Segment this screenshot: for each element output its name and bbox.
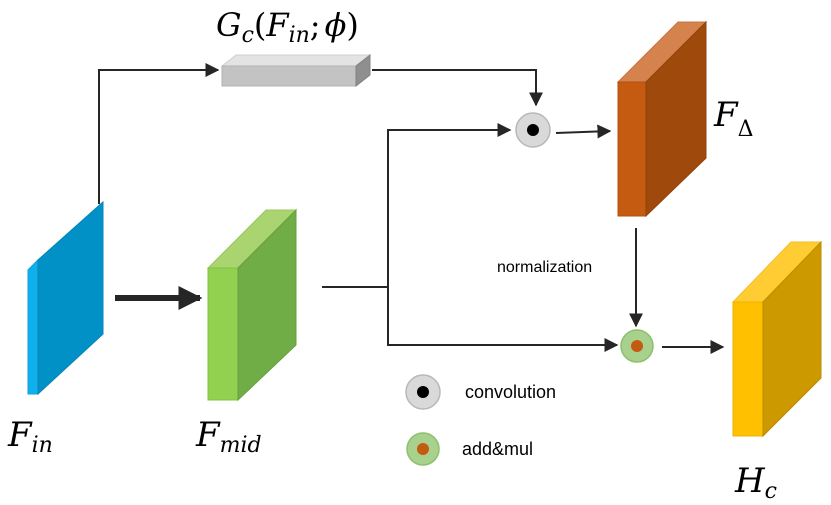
connectors — [98, 63, 725, 354]
g-c-label: Gc(Fin;ϕ) — [216, 6, 359, 48]
legend-convolution-icon — [405, 374, 441, 410]
g-c-bar — [220, 53, 372, 88]
arrow-fmid-to-addmul — [387, 287, 619, 352]
f-mid-block — [206, 208, 298, 402]
f-mid-label: Fmid — [195, 415, 262, 458]
normalization-label: normalization — [497, 259, 592, 276]
arrow-fin-to-gc — [98, 63, 220, 204]
arrow-gc-to-conv — [372, 69, 543, 107]
legend-addmul-label: add&mul — [462, 439, 533, 459]
arrow-conv-to-fdelta — [555, 124, 612, 139]
h-c-label: Hc — [734, 461, 777, 504]
arrow-fmid-to-conv — [387, 123, 512, 287]
legend: convolution add&mul — [405, 374, 556, 466]
f-delta-label: FΔ — [713, 95, 753, 142]
h-c-block — [731, 240, 823, 438]
convolution-node — [515, 112, 551, 148]
legend-convolution-label: convolution — [465, 382, 556, 402]
f-in-label: Fin — [7, 415, 53, 458]
addmul-node — [620, 329, 654, 363]
legend-addmul-icon — [406, 432, 440, 466]
f-delta-block — [616, 20, 708, 218]
f-in-block — [27, 200, 104, 396]
